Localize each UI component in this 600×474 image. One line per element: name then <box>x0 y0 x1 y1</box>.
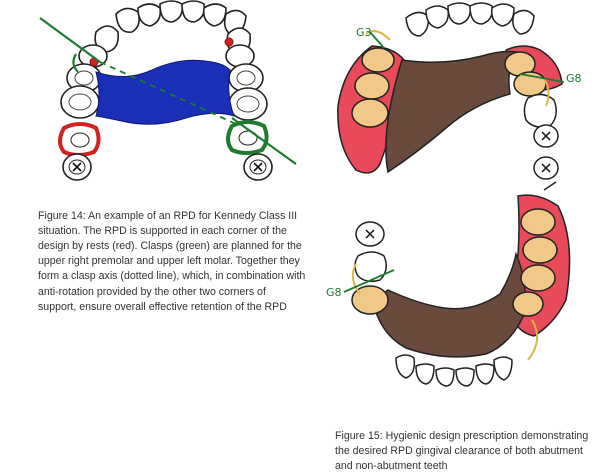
rest-upper-left <box>224 37 234 47</box>
abutment-tooth <box>361 47 395 73</box>
major-connector-lower <box>375 251 527 358</box>
tooth <box>493 356 513 381</box>
clasp-upper-right <box>543 77 550 107</box>
abutment-tooth <box>520 208 556 236</box>
tooth <box>435 367 455 387</box>
clasp-line-right <box>231 117 297 165</box>
label-g8-lower: G8 <box>326 286 342 299</box>
clasp-arm-left <box>72 53 79 73</box>
clasp-upper-left <box>365 30 391 41</box>
tooth <box>228 87 268 121</box>
figure-14-diagram <box>39 0 297 181</box>
figure-15-diagram: G3 G8 G8 <box>326 2 582 387</box>
tooth <box>202 3 227 27</box>
tooth <box>395 354 416 379</box>
tooth <box>137 3 162 27</box>
label-leader-g8-lower <box>343 269 395 293</box>
abutment-tooth <box>520 264 556 292</box>
clasp-line-left <box>39 17 101 63</box>
x-mark-icon <box>62 153 92 181</box>
tooth <box>415 363 435 385</box>
tooth <box>425 5 450 29</box>
tooth <box>455 367 475 387</box>
tooth <box>490 3 515 27</box>
abutment-tooth <box>522 236 558 264</box>
tooth <box>60 85 100 119</box>
tooth <box>475 363 495 385</box>
tooth <box>115 7 140 33</box>
figure-14-caption: Figure 14: An example of an RPD for Kenn… <box>38 209 306 313</box>
rest-molar-left <box>58 122 101 157</box>
clasp-lower-left <box>351 263 361 295</box>
abutment-tooth <box>512 291 544 317</box>
label-leader-g3 <box>369 31 385 49</box>
tooth <box>447 2 472 25</box>
abutment-tooth <box>351 98 389 128</box>
label-g3: G3 <box>356 26 372 39</box>
tooth <box>181 0 206 23</box>
tooth <box>512 9 535 35</box>
tooth <box>469 2 494 25</box>
abutment-tooth <box>354 72 390 100</box>
tooth <box>354 251 387 283</box>
tooth <box>523 93 557 128</box>
tooth <box>159 0 184 23</box>
label-g8-upper: G8 <box>566 72 582 85</box>
tooth <box>405 11 430 37</box>
clasp-molar-right <box>226 120 269 155</box>
clasp-axis <box>99 61 237 125</box>
abutment-tooth <box>351 285 389 315</box>
major-connector-upper <box>385 50 518 174</box>
x-mark-icon <box>243 153 273 181</box>
figure-15-caption: Figure 15: Hygienic design prescription … <box>335 429 589 472</box>
clasp-lower-right <box>527 319 539 361</box>
label-leader-g8-upper <box>519 73 565 83</box>
